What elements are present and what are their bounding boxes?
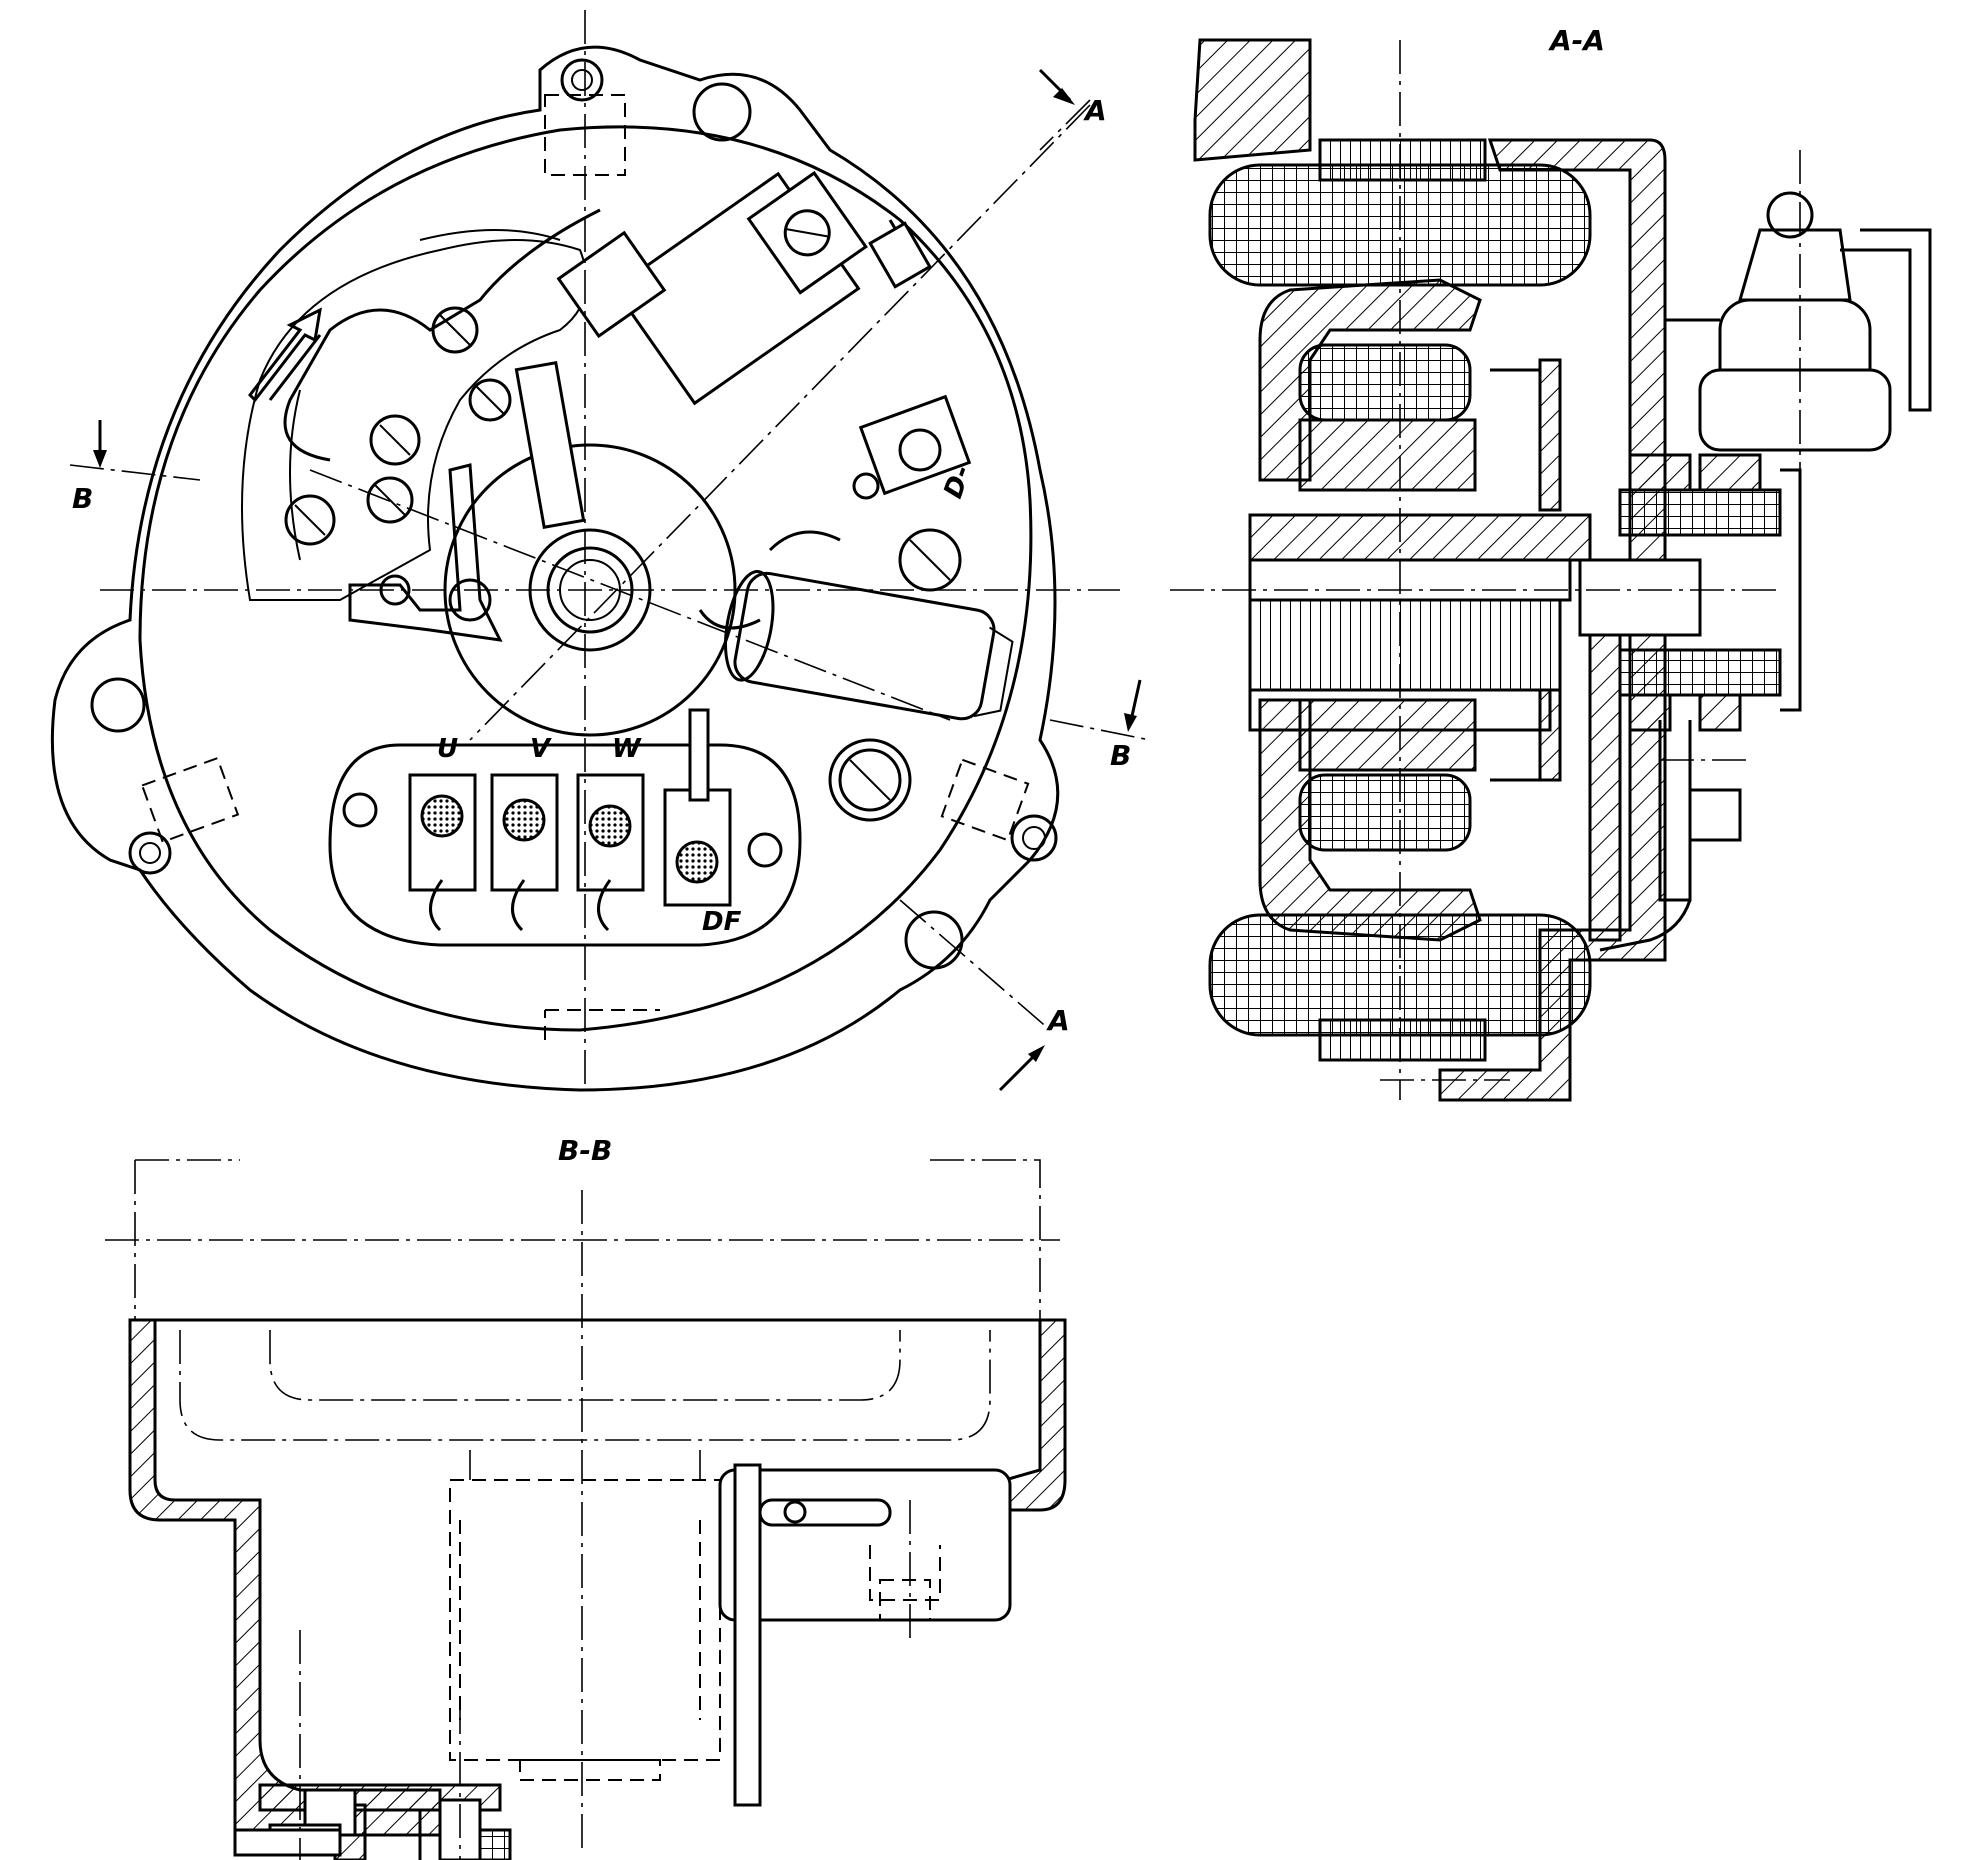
terminal-w: W (576, 734, 645, 932)
mount-hole-left (90, 677, 146, 733)
section-a-a-view: A-A (1170, 24, 1932, 1102)
front-view: D- (50, 10, 1151, 1092)
rotor-hub (1248, 513, 1592, 562)
terminal-bracket (1658, 720, 1692, 902)
cut-plane-a: A A (899, 68, 1107, 1092)
mount-hole-top-right (692, 82, 752, 142)
terminal-d-minus: D- (852, 394, 978, 502)
brush-holder (556, 170, 868, 406)
label-cut-a-top: A (1083, 94, 1107, 127)
capacitor-side (718, 1463, 1012, 1807)
rotation-arrow (248, 307, 322, 403)
mount-hole-bottom-right (1010, 814, 1058, 862)
fan-plate (1538, 358, 1562, 512)
terminal-plate (328, 743, 802, 947)
terminal-v: V (490, 734, 559, 932)
terminal-hardware (233, 1630, 512, 1860)
label-v: V (530, 734, 552, 764)
label-df: DF (702, 907, 742, 937)
regulator-bracket (348, 463, 503, 642)
field-coil-top (1298, 343, 1472, 422)
housing-section (128, 1318, 442, 1837)
slip-ring-insulation-bottom (1618, 648, 1782, 697)
label-cut-a-bottom: A (1046, 1004, 1070, 1037)
mount-hole-bottom (904, 910, 964, 970)
mount-hole-bottom-left (128, 831, 172, 875)
slip-ring-insulation-top (1618, 488, 1782, 537)
end-shield-outline (50, 45, 1060, 1092)
spring-clip (283, 208, 601, 462)
inner-cavity (241, 239, 588, 601)
terminal-df: DF (663, 708, 742, 937)
claw-pole-left (1258, 278, 1482, 482)
inner-rim (138, 125, 1033, 1032)
stator-core-bottom (1318, 1018, 1487, 1062)
shaft (1248, 558, 1572, 602)
label-w: W (612, 734, 642, 764)
label-cut-b-right: B (1110, 739, 1131, 772)
section-bb-title: B-B (558, 1134, 612, 1167)
section-b-b-view: B-B (105, 1134, 1067, 1860)
label-cut-b-left: B (72, 482, 93, 515)
suppression-capacitor (724, 569, 1014, 721)
regulator-phantom (449, 1479, 721, 1761)
rotor-laminations (1248, 598, 1562, 692)
label-u: U (437, 734, 458, 764)
mounting-flange (1193, 38, 1312, 162)
section-aa-title: A-A (1548, 24, 1605, 57)
screw-heads (284, 306, 962, 822)
field-coil-bottom (1298, 773, 1472, 852)
capacitor-section (1665, 191, 1932, 452)
mount-hole-top (560, 58, 604, 102)
terminal-u: U (408, 734, 477, 932)
cut-plane-b: B B (69, 420, 1151, 772)
stator-core-top (1318, 138, 1487, 182)
